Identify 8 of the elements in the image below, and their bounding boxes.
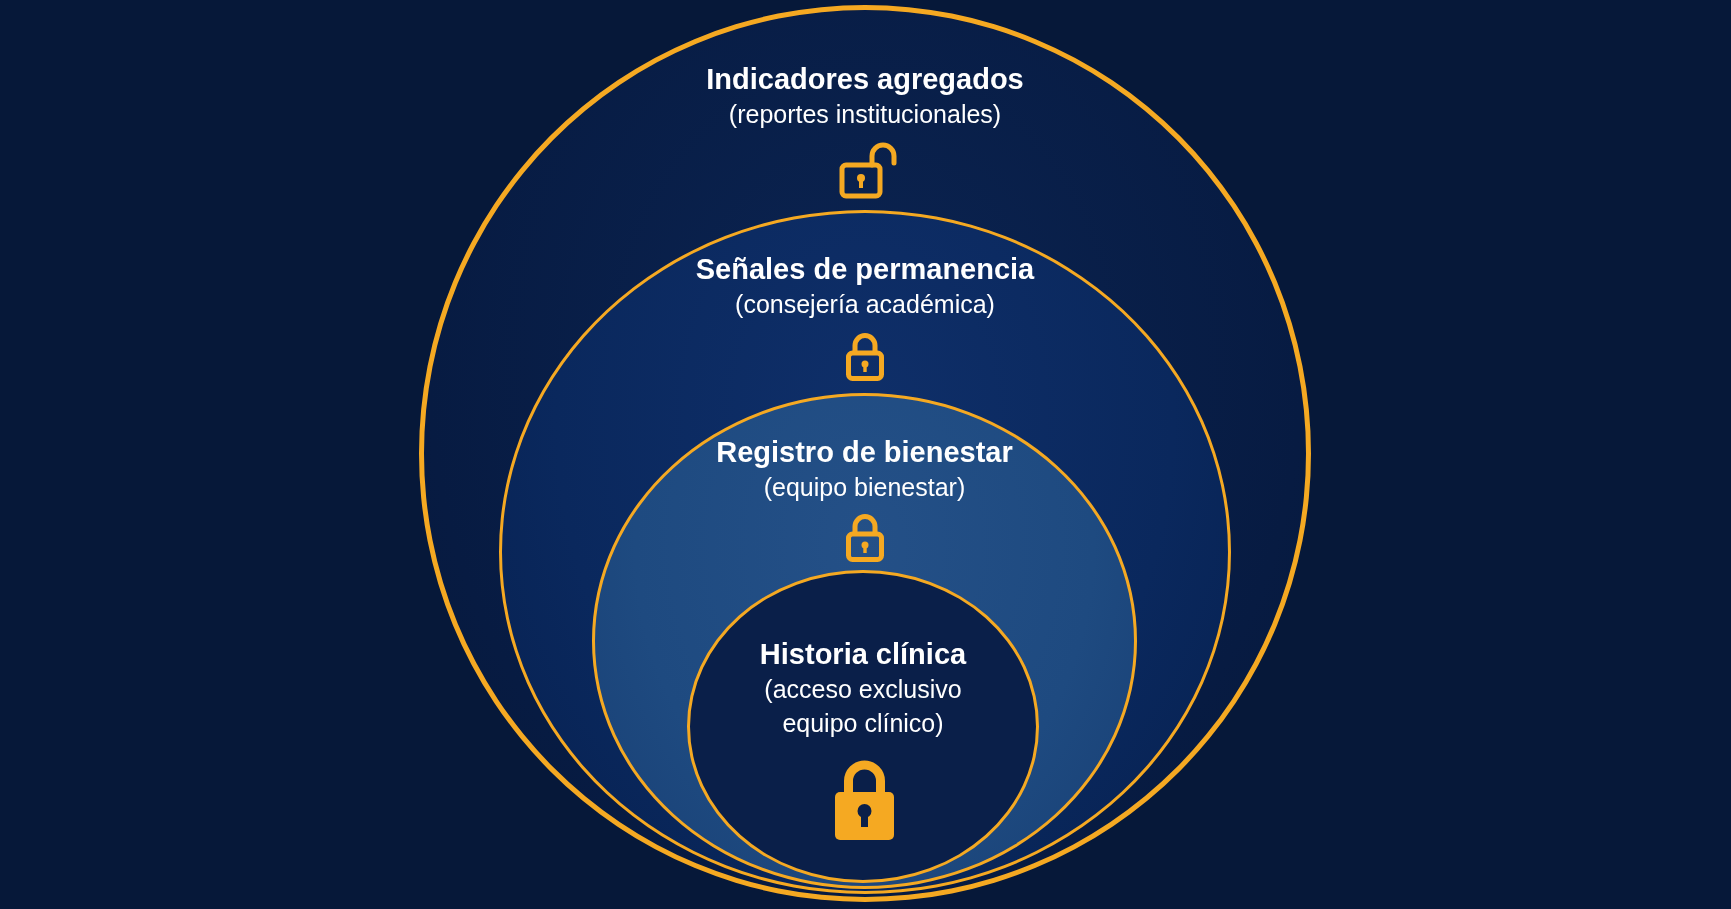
layer-description: (reportes institucionales) <box>728 99 1002 130</box>
layer-title: Señales de permanencia <box>695 252 1035 287</box>
layer-description: (consejería académica) <box>735 289 995 320</box>
layer-title: Historia clínica <box>759 637 967 672</box>
layer-description: (equipo bienestar) <box>763 472 966 503</box>
layer-description: (acceso exclusivo equipo clínico) <box>763 674 963 739</box>
layer-title: Indicadores agregados <box>706 62 1024 97</box>
layer-title: Registro de bienestar <box>716 435 1013 470</box>
